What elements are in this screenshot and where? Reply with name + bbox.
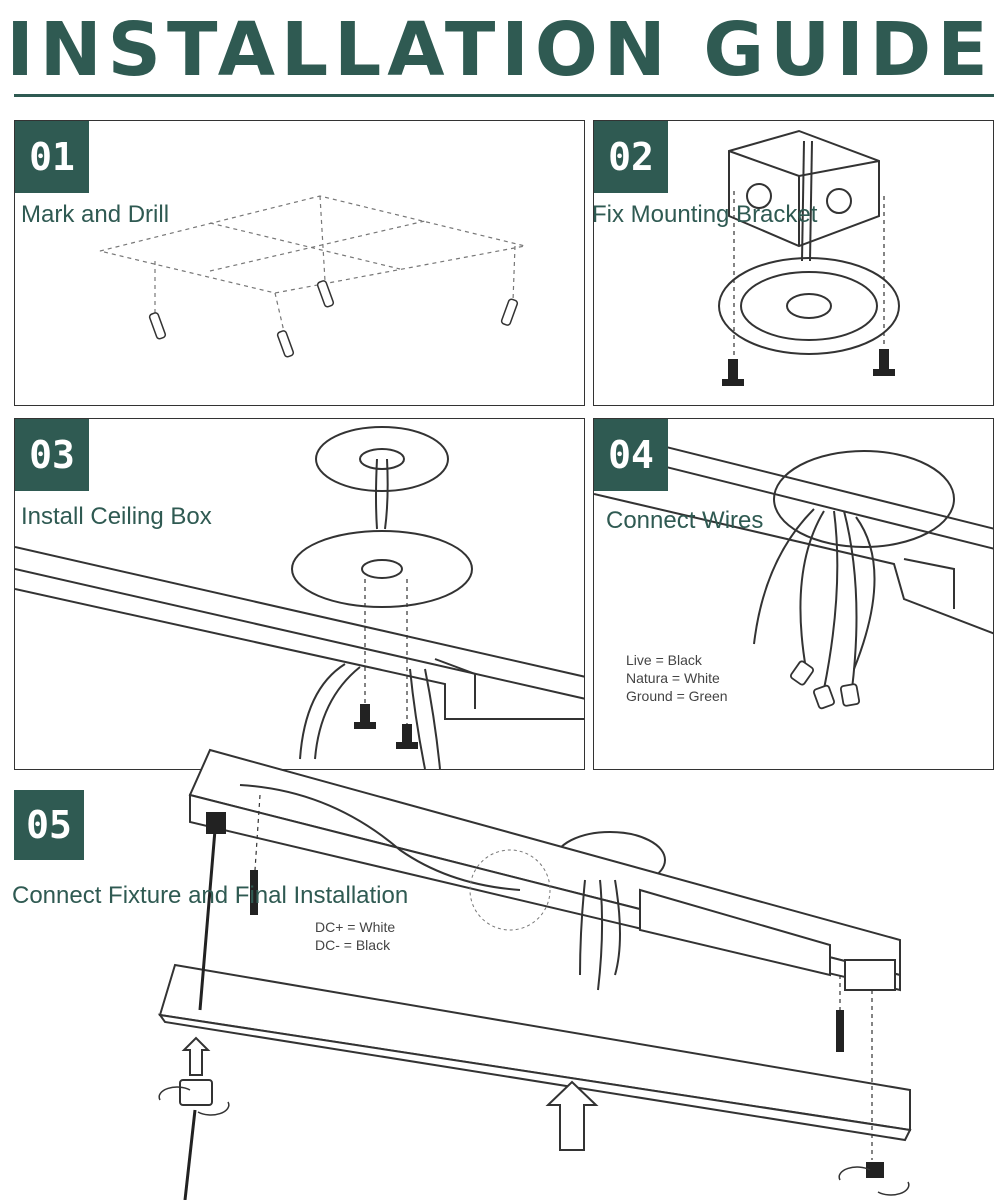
title-underline — [14, 94, 994, 97]
legend-live: Live = Black — [626, 652, 702, 668]
step-number-03: 03 — [15, 419, 89, 491]
step-number-02: 02 — [594, 121, 668, 193]
step-label-01: Mark and Drill — [21, 201, 170, 228]
drill-marking-illustration — [99, 195, 526, 358]
page-title: INSTALLATION GUIDE — [6, 7, 994, 93]
step-label-02: Fix Mounting Bracket — [593, 201, 818, 228]
step-panel-03: 03 Install Ceiling Box — [14, 418, 585, 770]
step-number-01: 01 — [15, 121, 89, 193]
ceiling-box-illustration — [15, 426, 584, 769]
dc-wire-legend: DC+ = White DC- = Black — [315, 918, 395, 954]
legend-neutral: Natura = White — [626, 670, 720, 686]
legend-dc-positive: DC+ = White — [315, 919, 396, 935]
wire-connection-illustration — [594, 428, 993, 710]
step-label-05: Connect Fixture and Final Installation — [12, 882, 409, 909]
step-number-05: 05 — [14, 790, 84, 860]
mounting-bracket-illustration — [718, 129, 900, 386]
legend-dc-negative: DC- = Black — [315, 937, 391, 953]
step-number-04: 04 — [594, 419, 668, 491]
step-panel-02: 02 Fix Mounting Bracket — [593, 120, 994, 406]
step-label-03: Install Ceiling Box — [21, 503, 212, 530]
legend-ground: Ground = Green — [626, 688, 728, 704]
step-label-04: Connect Wires — [606, 507, 764, 534]
step-panel-01: 01 Mark and Drill — [14, 120, 585, 406]
step-panel-04: 04 Connect Wires Live = Black Natura = W… — [593, 418, 994, 770]
ac-wire-legend: Live = Black Natura = White Ground = Gre… — [626, 651, 728, 705]
